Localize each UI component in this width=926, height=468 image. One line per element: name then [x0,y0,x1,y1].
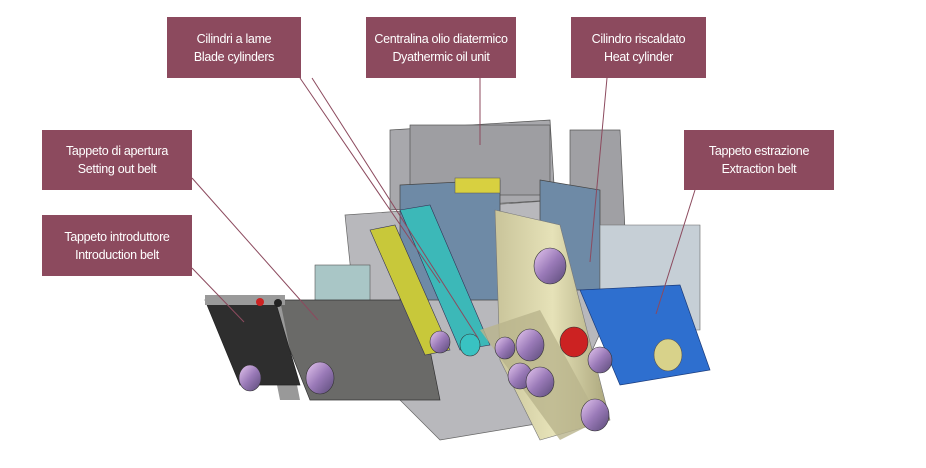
label-introduction-belt: Tappeto introduttore Introduction belt [42,215,192,276]
leader-lines [191,77,696,339]
label-italian: Tappeto estrazione [708,144,810,158]
label-italian: Tappeto introduttore [64,229,170,244]
label-english: Blade cylinders [193,49,275,64]
label-english: Extraction belt [721,162,797,176]
label-italian: Tappeto di apertura [65,144,168,158]
label-oil-unit: Centralina olio diatermico Dyathermic oi… [366,17,516,78]
label-italian: Centralina olio diatermico [374,31,508,46]
label-english: Setting out belt [77,162,157,176]
label-english: Heat cylinder [603,49,674,64]
label-italian: Cilindro riscaldato [591,31,686,46]
rollers [238,247,613,432]
label-extraction-belt: Tappeto estrazione Extraction belt [684,130,834,190]
label-english: Introduction belt [75,247,159,262]
introduction-belt-illustration [204,295,301,386]
extraction-belt-illustration [579,284,711,386]
label-setting-out-belt: Tappeto di apertura Setting out belt [42,130,192,190]
blade-cylinders-illustration [369,204,491,356]
label-heat-cylinder: Cilindro riscaldato Heat cylinder [571,17,706,78]
label-english: Dyathermic oil unit [392,49,490,64]
label-italian: Cilindri a lame [196,31,272,46]
label-blade-cylinders: Cilindri a lame Blade cylinders [167,17,301,78]
